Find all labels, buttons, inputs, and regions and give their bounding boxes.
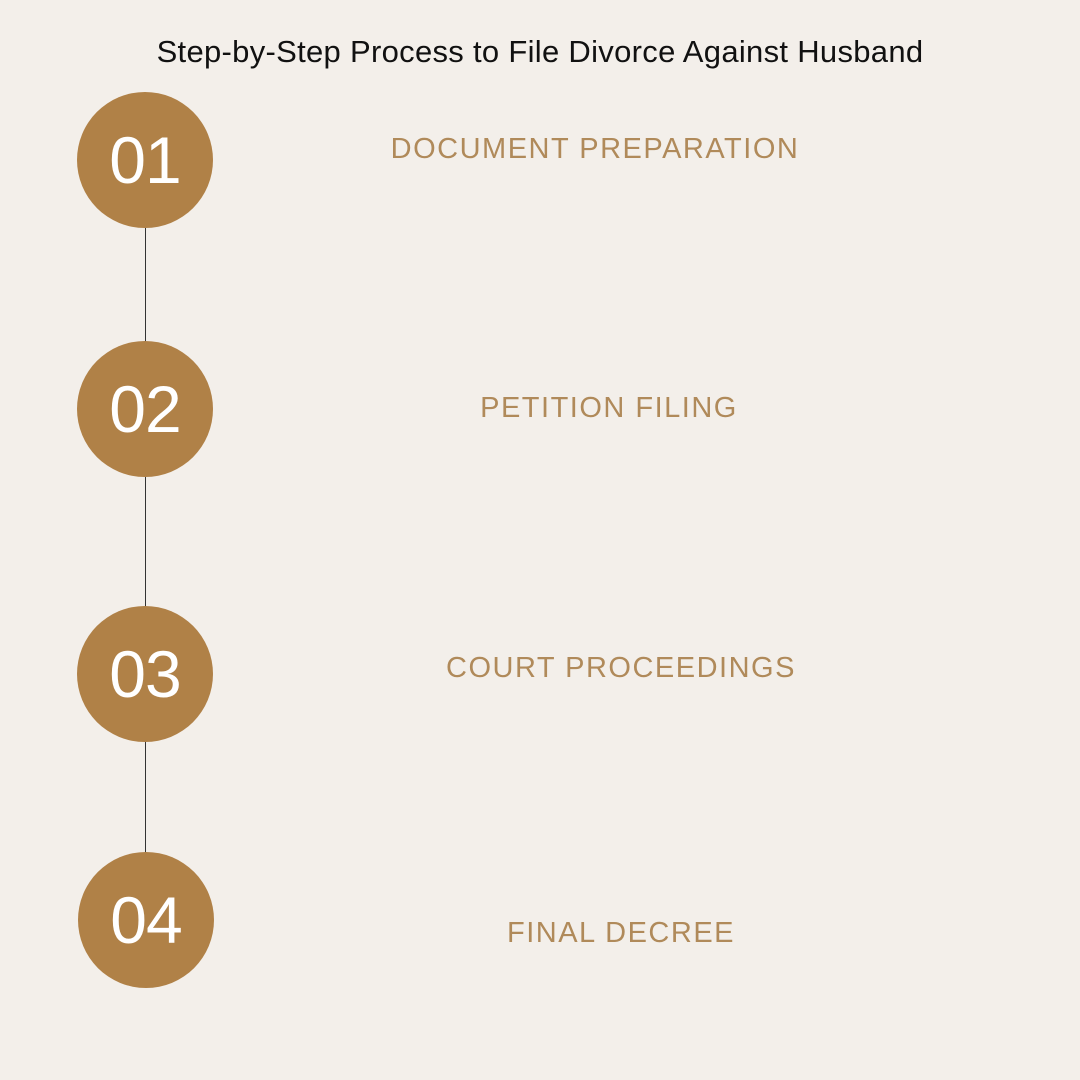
- step-number-badge-3: 03: [77, 606, 213, 742]
- page-title: Step-by-Step Process to File Divorce Aga…: [156, 34, 924, 69]
- step-label-3: COURT PROCEEDINGS: [446, 652, 796, 684]
- connector-line-2-3: [145, 477, 146, 607]
- step-label-1: DOCUMENT PREPARATION: [390, 133, 800, 165]
- step-number-badge-2: 02: [77, 341, 213, 477]
- connector-line-1-2: [145, 228, 146, 343]
- step-label-2: PETITION FILING: [480, 392, 738, 424]
- step-label-4: FINAL DECREE: [506, 917, 736, 949]
- step-number-badge-4: 04: [78, 852, 214, 988]
- step-number-badge-1: 01: [77, 92, 213, 228]
- connector-line-3-4: [145, 741, 146, 853]
